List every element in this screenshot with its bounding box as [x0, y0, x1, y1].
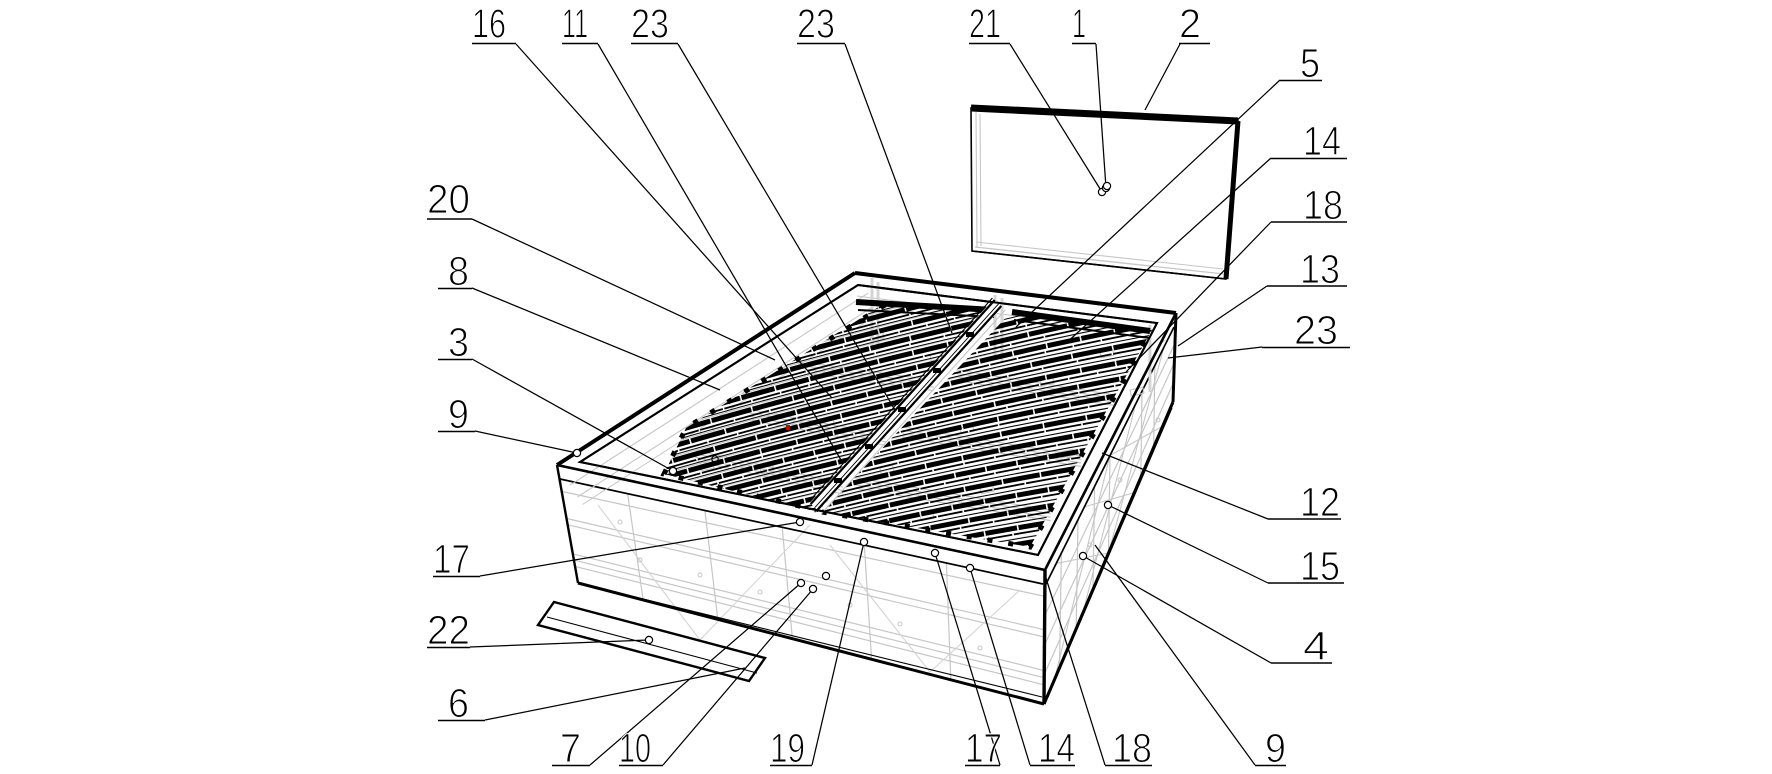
svg-text:23: 23	[1294, 307, 1338, 353]
svg-text:23: 23	[631, 1, 669, 47]
svg-text:8: 8	[448, 248, 469, 294]
svg-text:14: 14	[1038, 725, 1075, 771]
svg-text:18: 18	[1303, 182, 1343, 228]
svg-text:9: 9	[1265, 725, 1286, 771]
svg-text:17: 17	[433, 536, 470, 582]
svg-text:11: 11	[562, 1, 588, 47]
svg-text:6: 6	[448, 680, 469, 726]
svg-text:13: 13	[1300, 246, 1340, 292]
svg-text:9: 9	[448, 391, 469, 437]
svg-text:20: 20	[427, 176, 470, 222]
svg-text:3: 3	[448, 319, 469, 365]
svg-text:19: 19	[770, 725, 805, 771]
svg-text:7: 7	[560, 725, 581, 771]
svg-text:15: 15	[1300, 543, 1340, 589]
svg-text:21: 21	[969, 1, 1001, 47]
svg-text:2: 2	[1179, 1, 1201, 47]
svg-text:17: 17	[965, 725, 1002, 771]
svg-text:16: 16	[472, 1, 506, 47]
svg-text:4: 4	[1303, 623, 1329, 669]
svg-text:18: 18	[1112, 725, 1152, 771]
svg-text:22: 22	[427, 607, 470, 653]
svg-text:14: 14	[1303, 118, 1341, 164]
svg-text:10: 10	[619, 725, 651, 771]
svg-text:23: 23	[797, 1, 835, 47]
svg-text:1: 1	[1072, 1, 1086, 47]
svg-text:5: 5	[1300, 40, 1320, 86]
svg-text:12: 12	[1300, 479, 1340, 525]
